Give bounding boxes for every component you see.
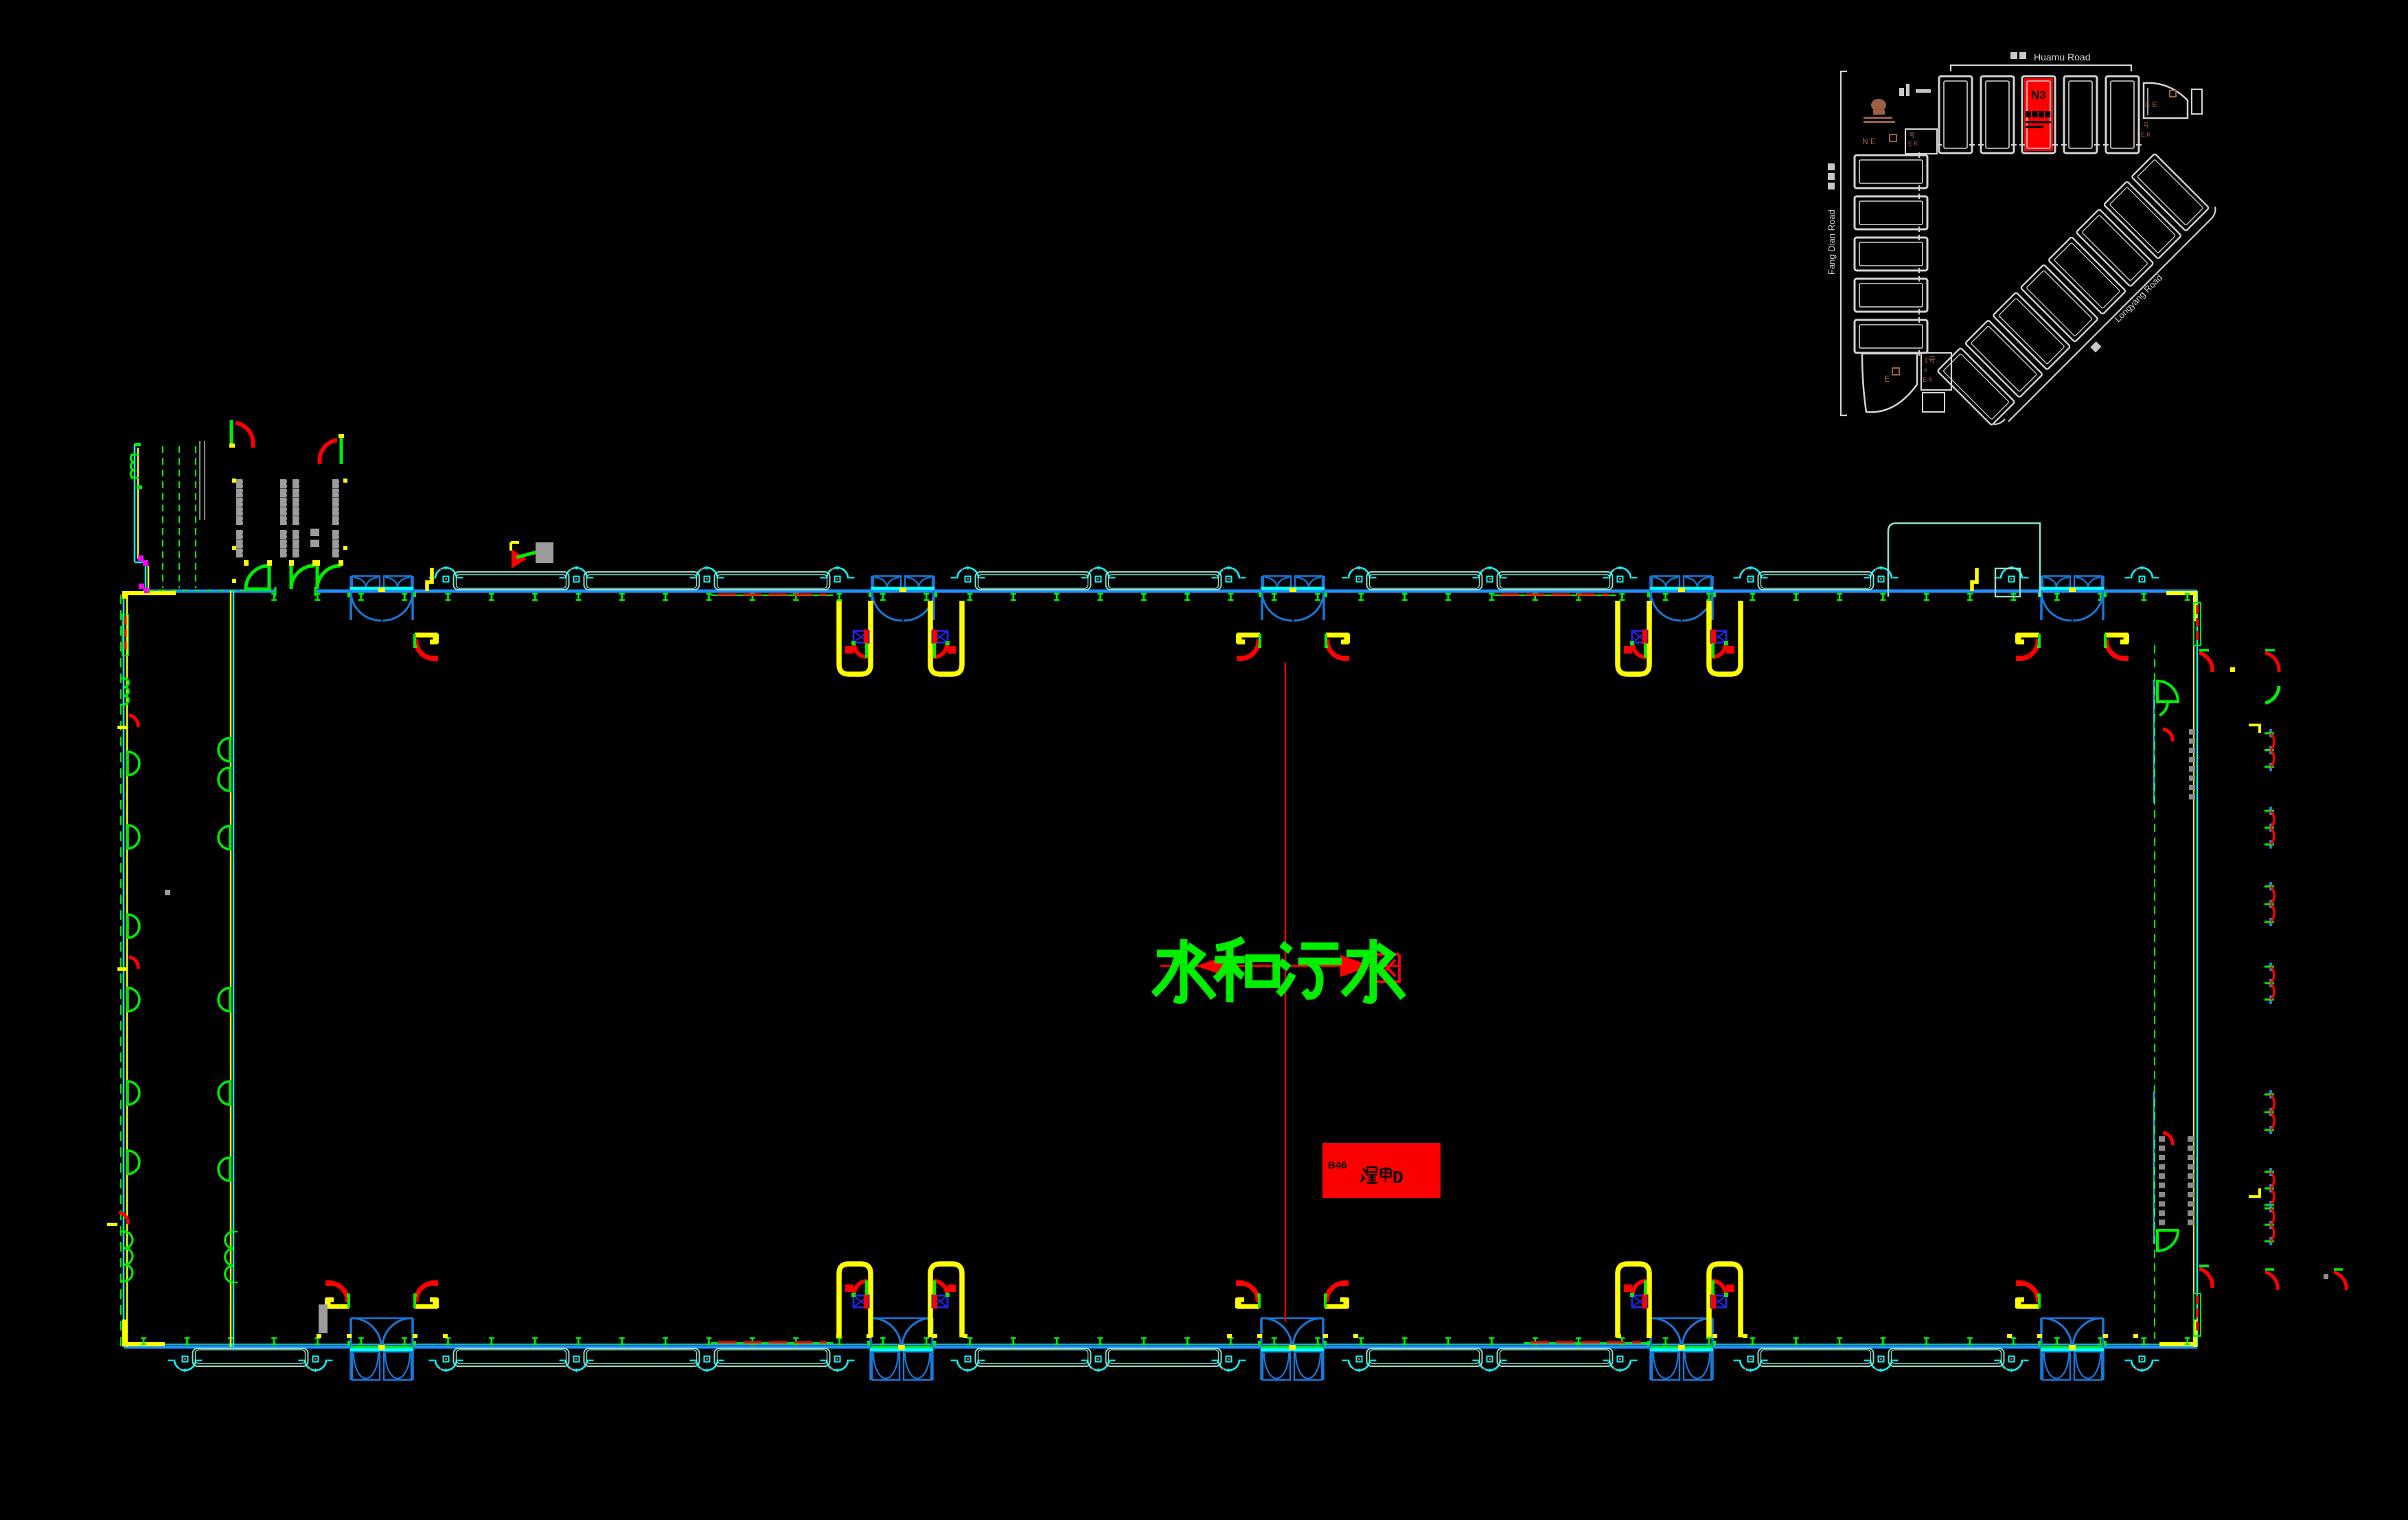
svg-text:B46: B46 <box>1328 1160 1347 1171</box>
svg-text:#: # <box>1924 367 1927 373</box>
svg-text:N E: N E <box>1862 137 1876 146</box>
svg-text:E E: E E <box>2145 101 2157 109</box>
svg-text:1号: 1号 <box>1924 356 1936 365</box>
svg-text:号: 号 <box>2143 122 2149 129</box>
svg-text:N3: N3 <box>2031 89 2046 102</box>
svg-text:E K: E K <box>1908 140 1918 147</box>
svg-text:D: D <box>1392 1168 1403 1188</box>
svg-text:E: E <box>1884 374 1890 384</box>
svg-text:E K: E K <box>2141 131 2151 138</box>
svg-text:E K: E K <box>1923 376 1933 383</box>
svg-text:号: 号 <box>1909 132 1915 139</box>
svg-text:Fang Dian Road: Fang Dian Road <box>1826 209 1837 275</box>
svg-text:Huamu Road: Huamu Road <box>2034 51 2091 62</box>
